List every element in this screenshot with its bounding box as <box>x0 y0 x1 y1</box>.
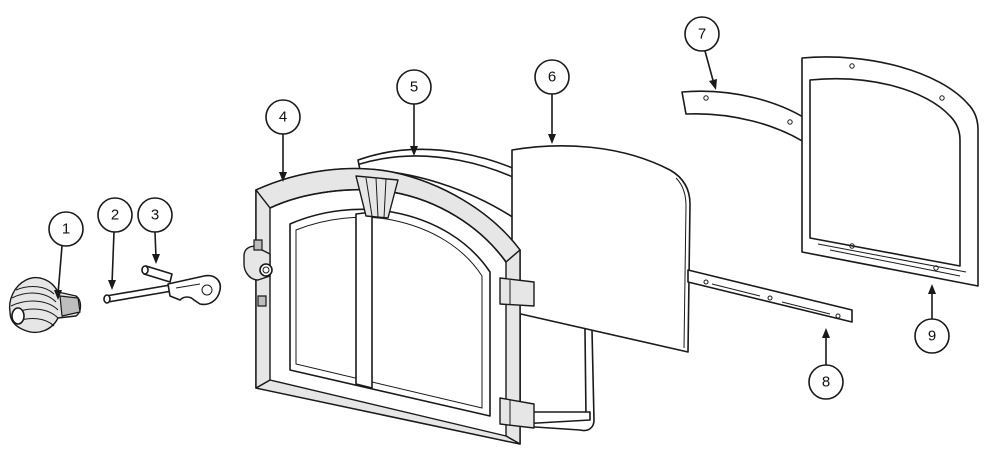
part-pin <box>141 265 173 283</box>
callout-9: 9 <box>914 284 950 354</box>
callout-2: 2 <box>97 197 133 290</box>
part-bracket-strip <box>687 269 853 323</box>
callout-label-2: 2 <box>111 207 119 224</box>
callout-8: 8 <box>808 328 844 400</box>
callout-label-7: 7 <box>698 26 706 43</box>
callout-7: 7 <box>684 16 720 90</box>
callout-4: 4 <box>265 99 301 182</box>
callout-label-4: 4 <box>279 109 287 126</box>
part-gasket-frame <box>801 56 979 287</box>
callout-label-3: 3 <box>151 207 159 224</box>
callout-5: 5 <box>396 69 432 156</box>
callout-label-6: 6 <box>548 69 556 86</box>
part-latch-rod <box>103 274 222 306</box>
callout-label-5: 5 <box>410 79 418 96</box>
callout-3: 3 <box>137 197 173 264</box>
callout-6: 6 <box>534 59 570 144</box>
part-glass-panel <box>511 145 691 353</box>
part-spring-handle <box>8 276 82 334</box>
callout-1: 1 <box>48 211 84 300</box>
callout-label-9: 9 <box>928 328 936 345</box>
part-top-clip <box>681 90 815 147</box>
callout-label-8: 8 <box>822 374 830 391</box>
part-door <box>243 167 535 445</box>
callout-label-1: 1 <box>62 221 70 238</box>
